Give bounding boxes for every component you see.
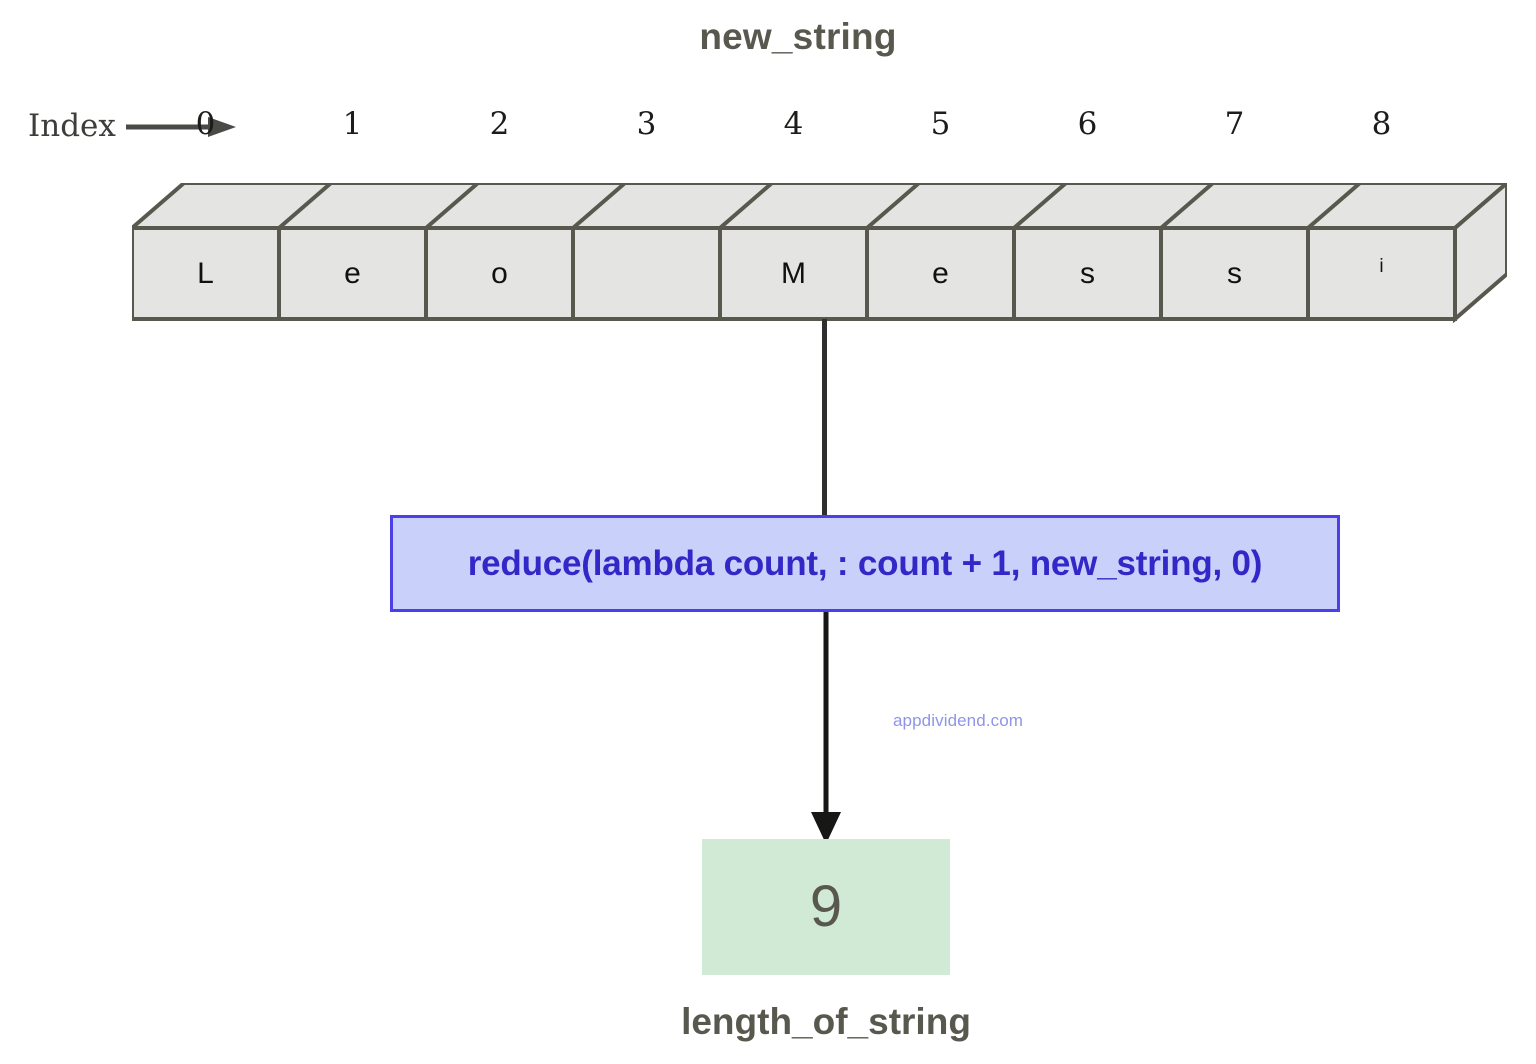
array-cell: M <box>781 256 806 290</box>
operation-expression: reduce(lambda count, : count + 1, new_st… <box>467 543 1263 583</box>
index-number-row: 0 1 2 3 4 5 6 7 8 <box>132 104 1455 150</box>
index-number: 5 <box>930 106 951 142</box>
array-title-label: new_string <box>699 16 897 57</box>
array-cell: s <box>1080 256 1095 290</box>
connector-array-to-operation <box>822 319 827 517</box>
index-number: 0 <box>195 106 216 142</box>
operation-box: reduce(lambda count, : count + 1, new_st… <box>390 515 1340 612</box>
result-label: length_of_string <box>681 1001 971 1042</box>
array-cell <box>573 228 720 319</box>
array-cell: L <box>197 256 214 290</box>
array-cell-row: L e o M e s s i <box>132 228 1455 319</box>
index-number: 3 <box>636 106 657 142</box>
index-number: 6 <box>1077 106 1098 142</box>
index-number: 1 <box>342 106 363 142</box>
array-cell: i <box>1379 256 1384 277</box>
array-cell: o <box>491 256 508 290</box>
result-value: 9 <box>809 874 843 939</box>
page-title: new_string <box>0 16 1536 58</box>
index-number: 8 <box>1371 106 1392 142</box>
array-3d-shape <box>132 183 1507 323</box>
index-arrow-icon <box>126 117 236 137</box>
array-cell: s <box>1227 256 1242 290</box>
connector-operation-to-result <box>811 612 841 844</box>
string-array-diagram: L e o M e s s i <box>132 183 1507 323</box>
index-number: 7 <box>1224 106 1245 142</box>
watermark: appdividend.com <box>893 711 1024 730</box>
array-cell: e <box>344 256 361 290</box>
array-cell: e <box>932 256 949 290</box>
index-axis-label: Index <box>28 108 116 144</box>
index-number: 2 <box>489 106 510 142</box>
index-number: 4 <box>783 106 804 142</box>
result-box: 9 <box>702 839 950 975</box>
